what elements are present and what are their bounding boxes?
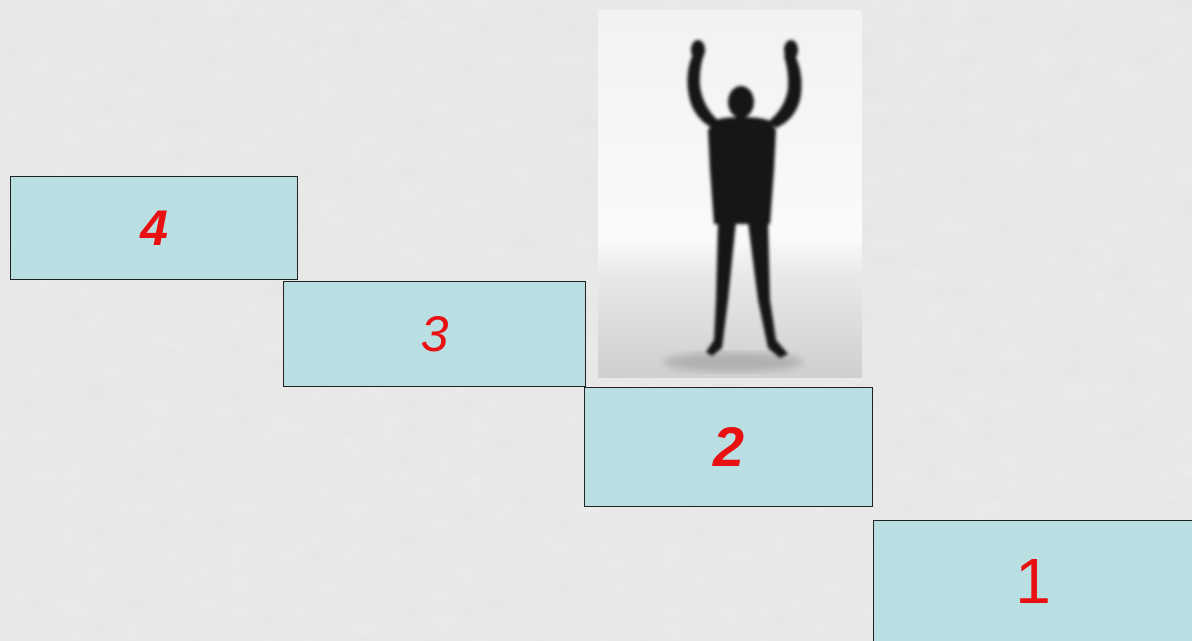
step-2: 2 [584, 387, 873, 507]
person-silhouette-photo [598, 10, 862, 378]
step-2-number: 2 [713, 419, 744, 475]
step-4-number: 4 [140, 203, 168, 253]
step-3: 3 [283, 281, 586, 387]
step-4: 4 [10, 176, 298, 280]
step-1-number: 1 [1015, 549, 1051, 613]
step-1: 1 [873, 520, 1192, 641]
step-3-number: 3 [421, 309, 449, 359]
